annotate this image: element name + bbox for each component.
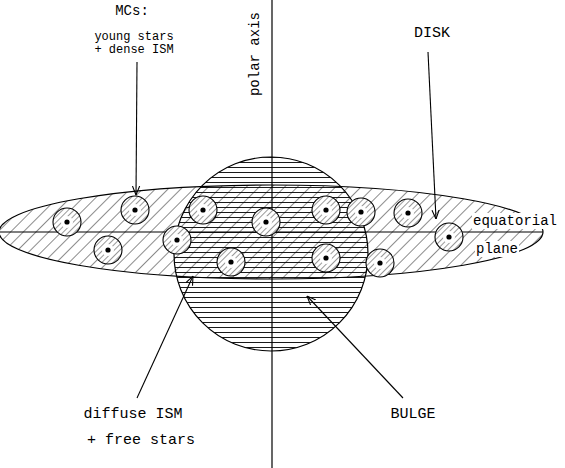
- label: + free stars: [86, 432, 196, 449]
- young-star-dot: [358, 209, 363, 214]
- star-ground: [197, 204, 209, 216]
- label: DISK: [413, 25, 451, 42]
- cloud-circle: [217, 248, 245, 276]
- cloud-circle: [435, 223, 463, 251]
- cloud-ground: [217, 248, 245, 276]
- cloud-circle: [252, 208, 280, 236]
- cloud-ground: [347, 198, 375, 226]
- young-star-dot: [446, 234, 451, 239]
- star-ground: [129, 204, 141, 216]
- cloud-circle: [312, 196, 340, 224]
- star-ground: [61, 216, 73, 228]
- star-ground: [355, 206, 367, 218]
- cloud-ground: [312, 196, 340, 224]
- cloud-circle: [347, 198, 375, 226]
- label: BULGE: [389, 406, 436, 423]
- young-star-dot: [200, 207, 205, 212]
- cloud-circle: [394, 199, 422, 227]
- cloud-circle: [312, 244, 340, 272]
- molecular-cloud: [53, 208, 81, 236]
- star-ground: [402, 207, 414, 219]
- cloud-ground: [394, 199, 422, 227]
- star-ground: [443, 231, 455, 243]
- young-star-dot: [132, 207, 137, 212]
- star-ground: [260, 216, 272, 228]
- label: young stars: [93, 31, 174, 45]
- star-ground: [225, 256, 237, 268]
- label: diffuse ISM: [82, 406, 183, 423]
- cloud-circle: [163, 226, 191, 254]
- label: polar axis: [247, 11, 263, 97]
- cloud-ground: [121, 196, 149, 224]
- young-star-dot: [323, 207, 328, 212]
- star-ground: [102, 244, 114, 256]
- molecular-cloud: [347, 198, 375, 226]
- young-star-dot: [105, 247, 110, 252]
- young-star-dot: [174, 237, 179, 242]
- cloud-circle: [53, 208, 81, 236]
- young-star-dot: [405, 210, 410, 215]
- molecular-cloud: [366, 249, 394, 277]
- label: + dense ISM: [93, 44, 174, 58]
- molecular-cloud: [252, 208, 280, 236]
- molecular-cloud: [394, 199, 422, 227]
- molecular-cloud: [94, 236, 122, 264]
- cloud-ground: [163, 226, 191, 254]
- molecular-cloud: [312, 244, 340, 272]
- molecular-cloud: [163, 226, 191, 254]
- molecular-cloud: [217, 248, 245, 276]
- label: MCs:: [114, 3, 150, 19]
- cloud-ground: [189, 196, 217, 224]
- young-star-dot: [263, 219, 268, 224]
- cloud-ground: [53, 208, 81, 236]
- young-star-dot: [377, 260, 382, 265]
- star-ground: [320, 252, 332, 264]
- leader-arrow: [137, 276, 193, 398]
- leader-arrow: [136, 62, 137, 195]
- cloud-circle: [366, 249, 394, 277]
- cloud-circle: [121, 196, 149, 224]
- cloud-circle: [94, 236, 122, 264]
- cloud-ground: [252, 208, 280, 236]
- molecular-cloud: [121, 196, 149, 224]
- cloud-ground: [366, 249, 394, 277]
- cloud-circle: [189, 196, 217, 224]
- molecular-cloud: [312, 196, 340, 224]
- cloud-ground: [94, 236, 122, 264]
- star-ground: [171, 234, 183, 246]
- young-star-dot: [228, 259, 233, 264]
- young-star-dot: [64, 219, 69, 224]
- molecular-clouds: [53, 196, 463, 277]
- label: equatorial: [472, 213, 558, 229]
- molecular-cloud: [435, 223, 463, 251]
- molecular-cloud: [189, 196, 217, 224]
- leader-arrow: [307, 296, 403, 398]
- star-ground: [374, 257, 386, 269]
- young-star-dot: [323, 255, 328, 260]
- cloud-ground: [435, 223, 463, 251]
- cloud-ground: [312, 244, 340, 272]
- star-ground: [320, 204, 332, 216]
- leader-arrow: [428, 52, 436, 219]
- label: plane: [475, 241, 519, 257]
